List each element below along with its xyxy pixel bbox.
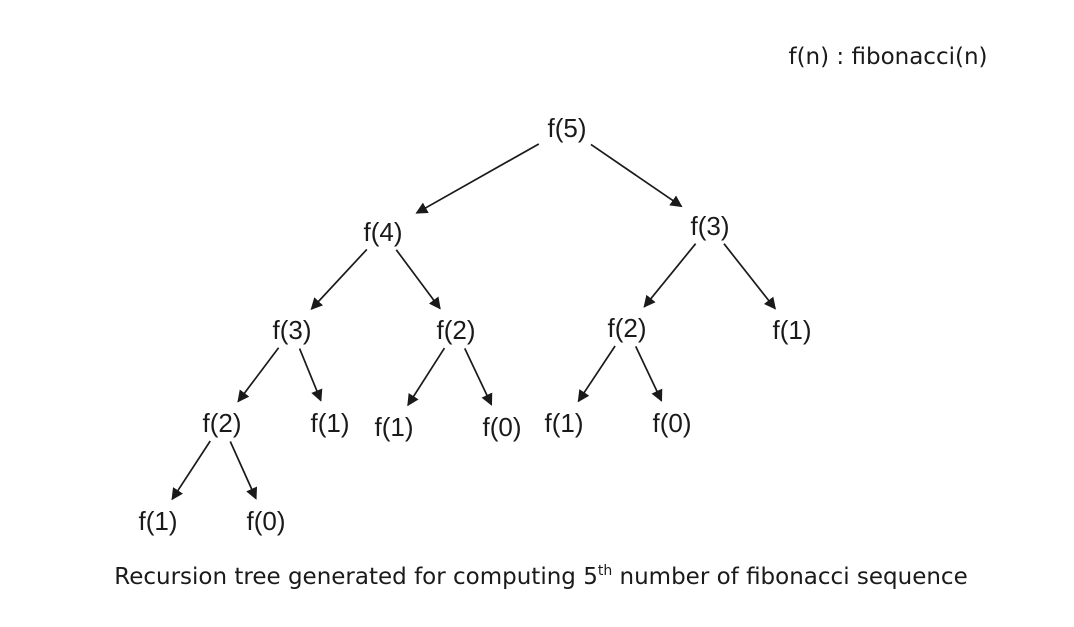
edge-arrow-n-3a-to-n-1b	[298, 348, 323, 402]
tree-node-n-1c: f(1)	[375, 412, 414, 442]
tree-node-n-2a: f(2)	[437, 315, 476, 345]
tree-node-n-2c: f(2)	[203, 408, 242, 438]
tree-node-n-3a: f(3)	[273, 315, 312, 345]
edge-arrow-n-2a-to-n-1c	[407, 347, 446, 407]
caption-superscript: th	[598, 563, 612, 579]
caption-text-before: Recursion tree generated for computing 5	[114, 564, 598, 590]
tree-node-n-1b: f(1)	[311, 408, 350, 438]
figure-caption: Recursion tree generated for computing 5…	[114, 563, 967, 590]
tree-node-n-4: f(4)	[364, 217, 403, 247]
edge-arrow-n-5-to-n-3b	[590, 143, 683, 208]
tree-node-n-1a: f(1)	[773, 315, 812, 345]
tree-node-n-3b: f(3)	[691, 211, 730, 241]
tree-node-n-0a: f(0)	[483, 412, 522, 442]
edge-arrow-n-3b-to-n-2b	[643, 243, 697, 308]
tree-node-n-1e: f(1)	[139, 506, 178, 536]
edge-arrow-n-2b-to-n-0b	[634, 346, 663, 402]
edge-arrow-n-4-to-n-2a	[395, 249, 441, 310]
tree-node-n-0b: f(0)	[653, 408, 692, 438]
edge-arrow-n-3b-to-n-1a	[723, 243, 776, 310]
tree-node-n-5: f(5)	[548, 113, 587, 143]
edge-arrow-n-2b-to-n-1d	[577, 345, 616, 403]
tree-node-n-1d: f(1)	[545, 408, 584, 438]
edge-arrow-n-2a-to-n-0a	[463, 348, 493, 406]
tree-node-n-2b: f(2)	[608, 313, 647, 343]
nodes-layer: f(5) f(4) f(3) f(3) f(2) f(2) f(1) f(2) f(1) f(1)…	[139, 113, 812, 536]
tree-node-n-0c: f(0)	[247, 506, 286, 536]
edge-arrow-n-3a-to-n-2c	[237, 347, 280, 403]
legend-label: f(n) : fibonacci(n)	[788, 44, 987, 70]
edges-layer	[171, 143, 776, 501]
edge-arrow-n-2c-to-n-1e	[171, 440, 211, 501]
edge-arrow-n-5-to-n-4	[415, 143, 540, 214]
edge-arrow-n-4-to-n-3a	[310, 248, 368, 311]
caption-text-after: number of fibonacci sequence	[612, 564, 968, 590]
edge-arrow-n-2c-to-n-0c	[229, 441, 258, 500]
